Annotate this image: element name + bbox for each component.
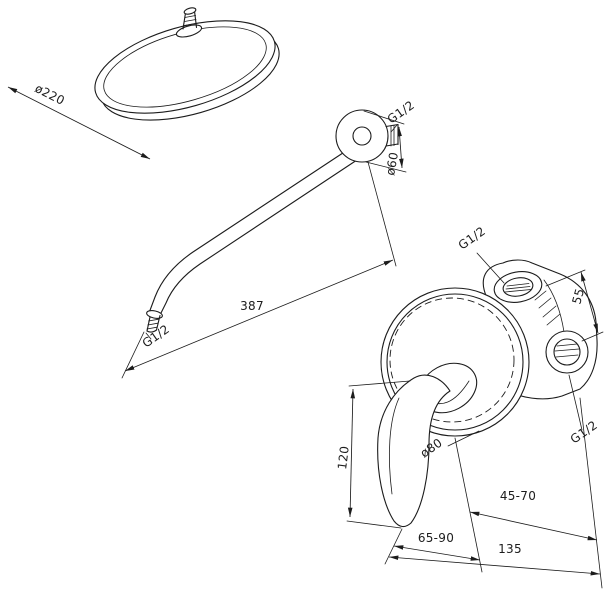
port-spacing-dimension: 55 — [545, 269, 604, 342]
hidden-wall-circle — [389, 297, 515, 423]
label-arm-outlet-thread: G1/2 — [140, 322, 172, 351]
label-body-depth: 45-70 — [500, 489, 536, 503]
arm-length-dimension: 387 — [121, 161, 397, 379]
arm-flange: G1/2 — [335, 98, 417, 163]
label-mounting-depth: 65-90 — [418, 531, 454, 545]
mixer-valve-body — [479, 259, 598, 400]
valve-top-port — [493, 271, 543, 303]
label-port-spacing: 55 — [569, 287, 587, 306]
valve-top-thread-callout: G1/2 — [456, 224, 505, 284]
handle-length-dimension: 120 — [335, 380, 411, 529]
mixer-valve: G1/2 55 G1/2 ø80 120 — [335, 224, 604, 589]
label-head-diameter: ø220 — [33, 81, 67, 108]
label-total-depth: 135 — [498, 542, 522, 556]
valve-side-port — [545, 330, 589, 374]
label-flange-diameter: ø60 — [383, 151, 401, 177]
label-arm-wall-thread: G1/2 — [385, 98, 417, 127]
label-valve-top-thread: G1/2 — [456, 224, 488, 253]
arm-nozzle: G1/2 — [140, 310, 172, 351]
shower-arm: G1/2 G1/2 ø60 387 — [121, 98, 417, 379]
label-handle-length: 120 — [335, 445, 352, 470]
shower-head-nipple — [175, 7, 203, 38]
depth-dimensions: 65-90 45-70 135 — [384, 397, 603, 589]
valve-handle — [377, 362, 478, 528]
label-arm-length: 387 — [240, 299, 264, 313]
shower-head: ø220 — [7, 7, 280, 160]
flange-diameter-dimension: ø60 — [363, 110, 407, 177]
